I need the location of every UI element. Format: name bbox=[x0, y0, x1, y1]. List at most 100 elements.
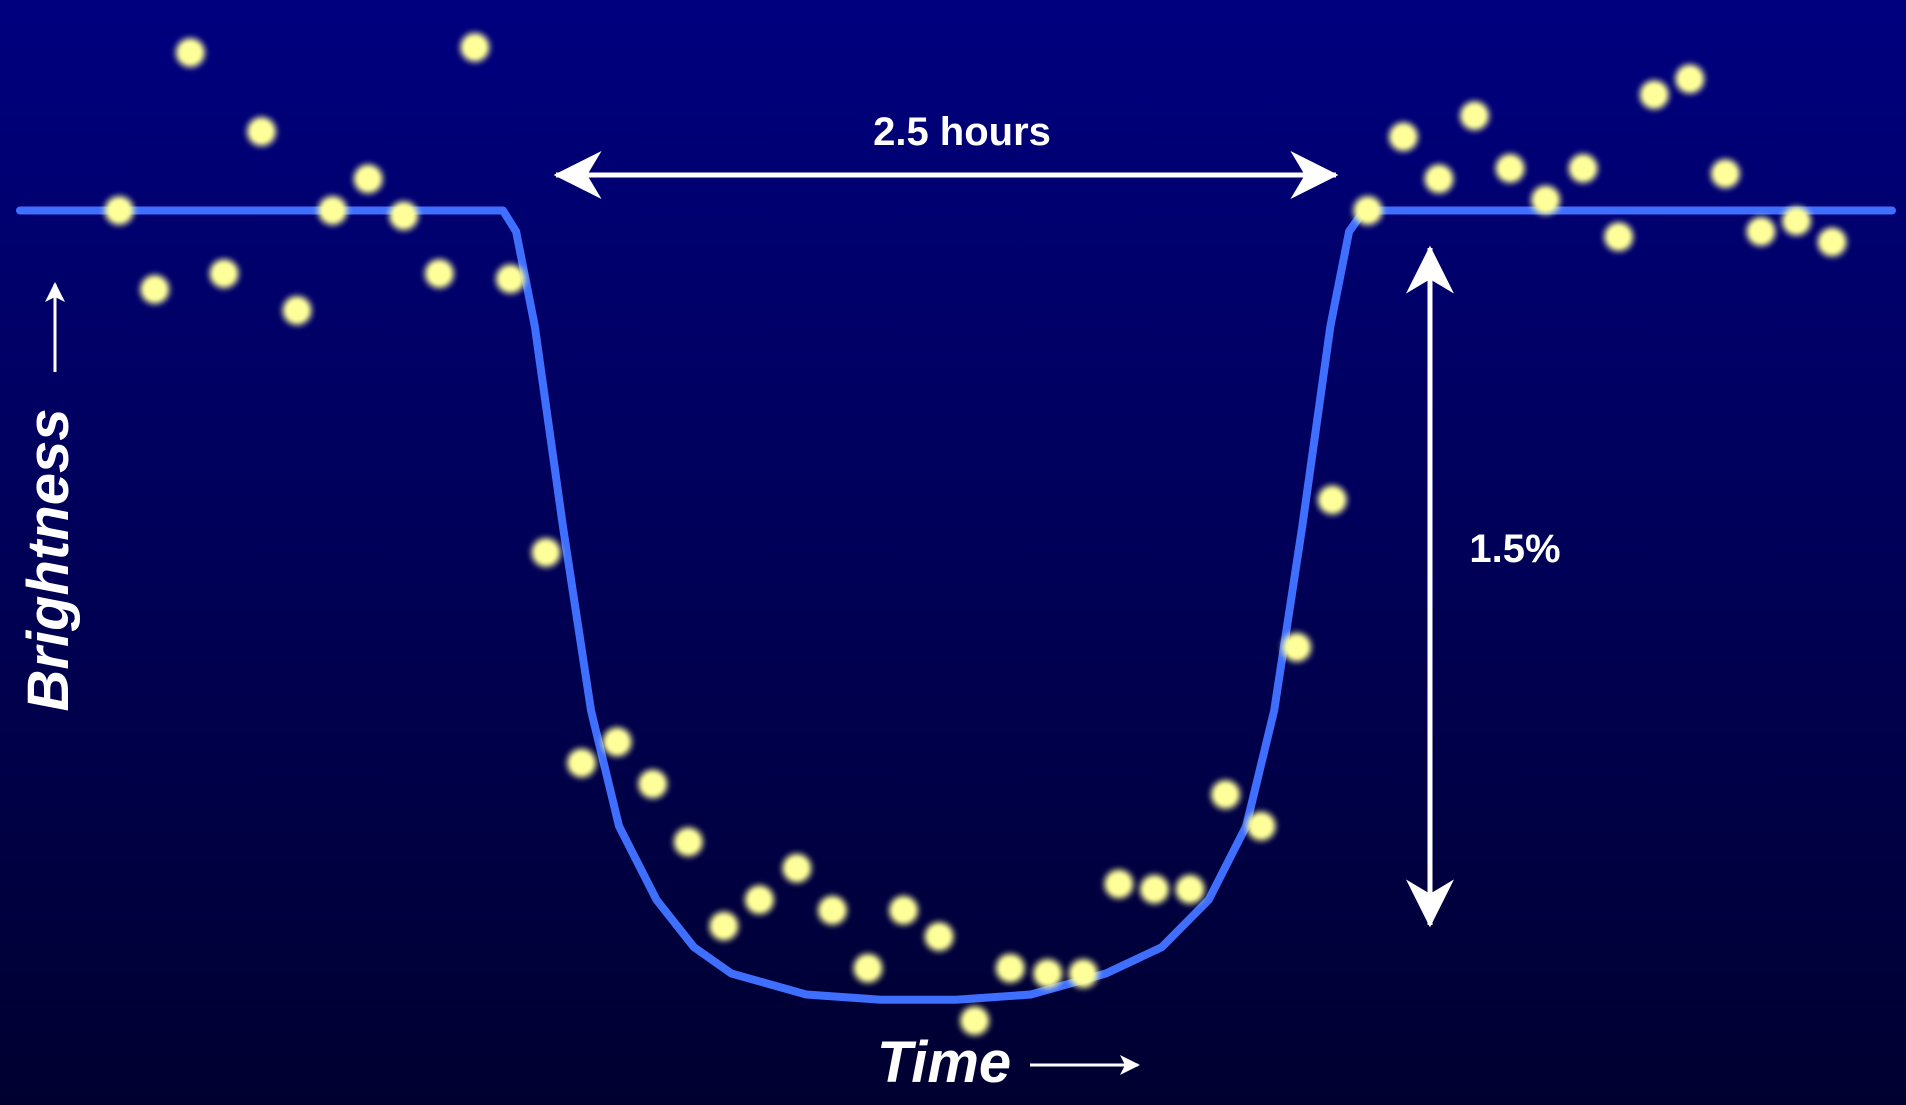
data-point bbox=[1493, 151, 1528, 186]
data-point-dot bbox=[1070, 960, 1097, 987]
data-point bbox=[635, 767, 670, 802]
data-point-dot bbox=[1712, 160, 1739, 187]
data-point bbox=[779, 851, 814, 886]
data-point-dot bbox=[604, 728, 631, 755]
data-point-dot bbox=[819, 897, 846, 924]
data-point bbox=[137, 272, 172, 307]
data-point bbox=[1386, 119, 1421, 154]
data-point bbox=[457, 30, 492, 65]
data-point bbox=[1315, 482, 1350, 517]
data-point-dot bbox=[106, 197, 133, 224]
data-point bbox=[1030, 956, 1065, 991]
data-point bbox=[1672, 61, 1707, 96]
data-point bbox=[207, 256, 242, 291]
data-point-dot bbox=[1319, 486, 1346, 513]
data-point bbox=[173, 35, 208, 70]
data-point-dot bbox=[1819, 229, 1846, 256]
model-curve-line bbox=[16, 206, 1896, 1004]
data-point-dot bbox=[997, 955, 1024, 982]
data-point-dot bbox=[390, 202, 417, 229]
data-point bbox=[1421, 161, 1456, 196]
data-point bbox=[422, 256, 457, 291]
data-point bbox=[1279, 630, 1314, 665]
data-point bbox=[1244, 809, 1279, 844]
data-point-dot bbox=[177, 39, 204, 66]
data-point-dot bbox=[248, 118, 275, 145]
data-point bbox=[671, 824, 706, 859]
data-point bbox=[386, 198, 421, 233]
data-point-dot bbox=[1641, 81, 1668, 108]
data-point-dot bbox=[355, 165, 382, 192]
data-point-dot bbox=[1783, 208, 1810, 234]
data-point bbox=[742, 882, 777, 917]
data-point-dot bbox=[1141, 876, 1168, 903]
data-point bbox=[529, 535, 564, 570]
data-point-dot bbox=[1105, 871, 1132, 897]
data-point-dot bbox=[1747, 218, 1774, 245]
data-point-dot bbox=[568, 749, 595, 776]
data-point-dot bbox=[1390, 123, 1417, 150]
data-point-dot bbox=[639, 771, 666, 798]
data-point-dot bbox=[710, 913, 737, 940]
data-point bbox=[1601, 219, 1636, 254]
data-point bbox=[1743, 214, 1778, 249]
data-point bbox=[1350, 193, 1385, 228]
data-point-dot bbox=[1425, 165, 1452, 192]
data-point-dot bbox=[1034, 960, 1061, 987]
data-point bbox=[1779, 204, 1814, 238]
data-point-dot bbox=[746, 886, 773, 913]
data-point bbox=[1815, 225, 1850, 260]
data-point bbox=[1708, 156, 1743, 191]
data-point-dot bbox=[675, 828, 702, 855]
data-point bbox=[706, 909, 741, 944]
data-point-dot bbox=[783, 855, 810, 882]
data-point-dot bbox=[1283, 634, 1310, 661]
data-point bbox=[493, 261, 528, 296]
data-point bbox=[886, 893, 921, 928]
data-point bbox=[815, 893, 850, 928]
data-point-dot bbox=[284, 297, 311, 324]
data-point-dot bbox=[1497, 155, 1524, 182]
model-curve-layer bbox=[16, 206, 1896, 1004]
data-point bbox=[102, 193, 137, 228]
data-point-dot bbox=[1248, 813, 1275, 840]
data-point-dot bbox=[961, 1007, 988, 1034]
observation-points-layer bbox=[102, 30, 1850, 1038]
data-point bbox=[851, 951, 886, 986]
duration-label: 2.5 hours bbox=[873, 110, 1051, 154]
data-point-dot bbox=[141, 276, 168, 303]
data-point-dot bbox=[211, 260, 238, 287]
data-point bbox=[351, 161, 386, 196]
data-point-dot bbox=[1532, 186, 1559, 213]
x-axis-label: Time bbox=[877, 1030, 1011, 1095]
data-point bbox=[600, 724, 635, 759]
data-point bbox=[957, 1003, 992, 1038]
data-point bbox=[922, 919, 957, 954]
data-point bbox=[1101, 867, 1136, 901]
data-point-dot bbox=[1354, 197, 1381, 224]
data-point bbox=[993, 951, 1028, 986]
data-point-dot bbox=[1212, 781, 1239, 808]
data-point-dot bbox=[533, 539, 560, 566]
data-point bbox=[1566, 151, 1601, 186]
data-point bbox=[1528, 182, 1563, 217]
data-point bbox=[1208, 777, 1243, 812]
data-point bbox=[1137, 872, 1172, 907]
data-point-dot bbox=[1570, 155, 1597, 182]
data-point-dot bbox=[1605, 223, 1632, 250]
data-point-dot bbox=[1177, 876, 1203, 903]
data-point-dot bbox=[926, 923, 953, 950]
data-point-dot bbox=[890, 897, 917, 924]
data-point bbox=[1637, 77, 1672, 112]
data-point bbox=[1173, 872, 1207, 907]
data-point bbox=[1457, 98, 1492, 133]
data-point-dot bbox=[855, 955, 882, 982]
data-point bbox=[564, 745, 599, 780]
data-point-dot bbox=[461, 34, 488, 61]
depth-label: 1.5% bbox=[1469, 527, 1560, 571]
data-point bbox=[244, 114, 279, 149]
data-point-dot bbox=[319, 197, 346, 224]
y-axis-label: Brightness bbox=[16, 409, 81, 712]
data-point-dot bbox=[1676, 65, 1703, 92]
